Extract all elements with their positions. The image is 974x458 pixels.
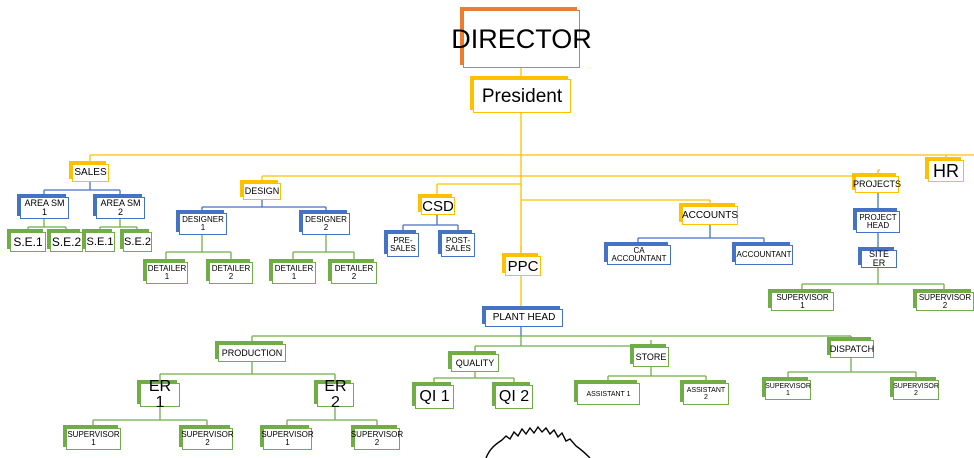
node-supervisor-p2: SUPERVISOR 2	[916, 292, 974, 311]
node-sup-er2-2: SUPERVISOR 2	[351, 428, 403, 450]
node-se1-b: S.E.1	[85, 232, 115, 252]
node-detailer-1a: DETAILER 1	[146, 262, 188, 284]
node-er1: ER 1	[140, 379, 180, 411]
node-sales: SALES	[72, 164, 109, 182]
node-supervisor-p1: SUPERVISOR 1	[771, 292, 834, 311]
node-accountant: ACCOUNTANT	[735, 245, 793, 265]
node-pre-sales: PRE- SALES	[387, 233, 419, 257]
node-qi1: QI 1	[415, 385, 454, 409]
node-detailer-1b: DETAILER 1	[272, 262, 316, 284]
node-hr: HR	[928, 160, 964, 182]
node-detailer-2b: DETAILER 2	[331, 262, 377, 284]
node-se2-b: S.E.2	[123, 232, 152, 252]
node-accounts: ACCOUNTS	[682, 206, 738, 225]
node-area-sm-1: AREA SM 1	[20, 197, 69, 219]
node-dispatch: DISPATCH	[830, 340, 874, 358]
node-design: DESIGN	[243, 183, 281, 200]
node-se2-a: S.E.2	[50, 232, 83, 252]
node-director: DIRECTOR	[451, 10, 592, 68]
node-sup-dispatch-1: SUPERVISOR 1	[765, 380, 811, 400]
seal-stamp	[485, 425, 591, 458]
node-ca-accountant: CA ACCOUNTANT	[607, 245, 671, 265]
node-president: President	[473, 79, 571, 113]
node-se1-a: S.E.1	[10, 232, 46, 252]
node-plant-head: PLANT HEAD	[485, 309, 563, 327]
node-production: PRODUCTION	[218, 344, 286, 362]
node-quality: QUALITY	[451, 354, 499, 372]
node-qi2: QI 2	[495, 385, 533, 409]
node-post-sales: POST- SALES	[441, 233, 475, 257]
node-er2: ER 2	[317, 379, 354, 411]
node-detailer-2a: DETAILER 2	[209, 262, 253, 284]
node-sup-dispatch-2: SUPERVISOR 2	[893, 380, 939, 400]
node-store: STORE	[633, 347, 669, 367]
node-site-er: SITE ER	[861, 250, 897, 268]
node-ppc: PPC	[505, 256, 541, 276]
node-area-sm-2: AREA SM 2	[96, 197, 145, 219]
node-designer-2: DESIGNER 2	[302, 213, 350, 235]
node-assistant-1: ASSISTANT 1	[577, 383, 640, 405]
node-sup-er1-1: SUPERVISOR 1	[66, 428, 121, 450]
node-project-head: PROJECT HEAD	[856, 211, 900, 233]
node-designer-1: DESIGNER 1	[179, 213, 227, 235]
node-sup-er2-1: SUPERVISOR 1	[261, 428, 314, 450]
node-assistant-2: ASSISTANT 2	[683, 383, 729, 405]
node-sup-er1-2: SUPERVISOR 2	[181, 428, 234, 450]
node-csd: CSD	[421, 197, 455, 215]
node-projects: PROJECTS	[853, 176, 901, 193]
